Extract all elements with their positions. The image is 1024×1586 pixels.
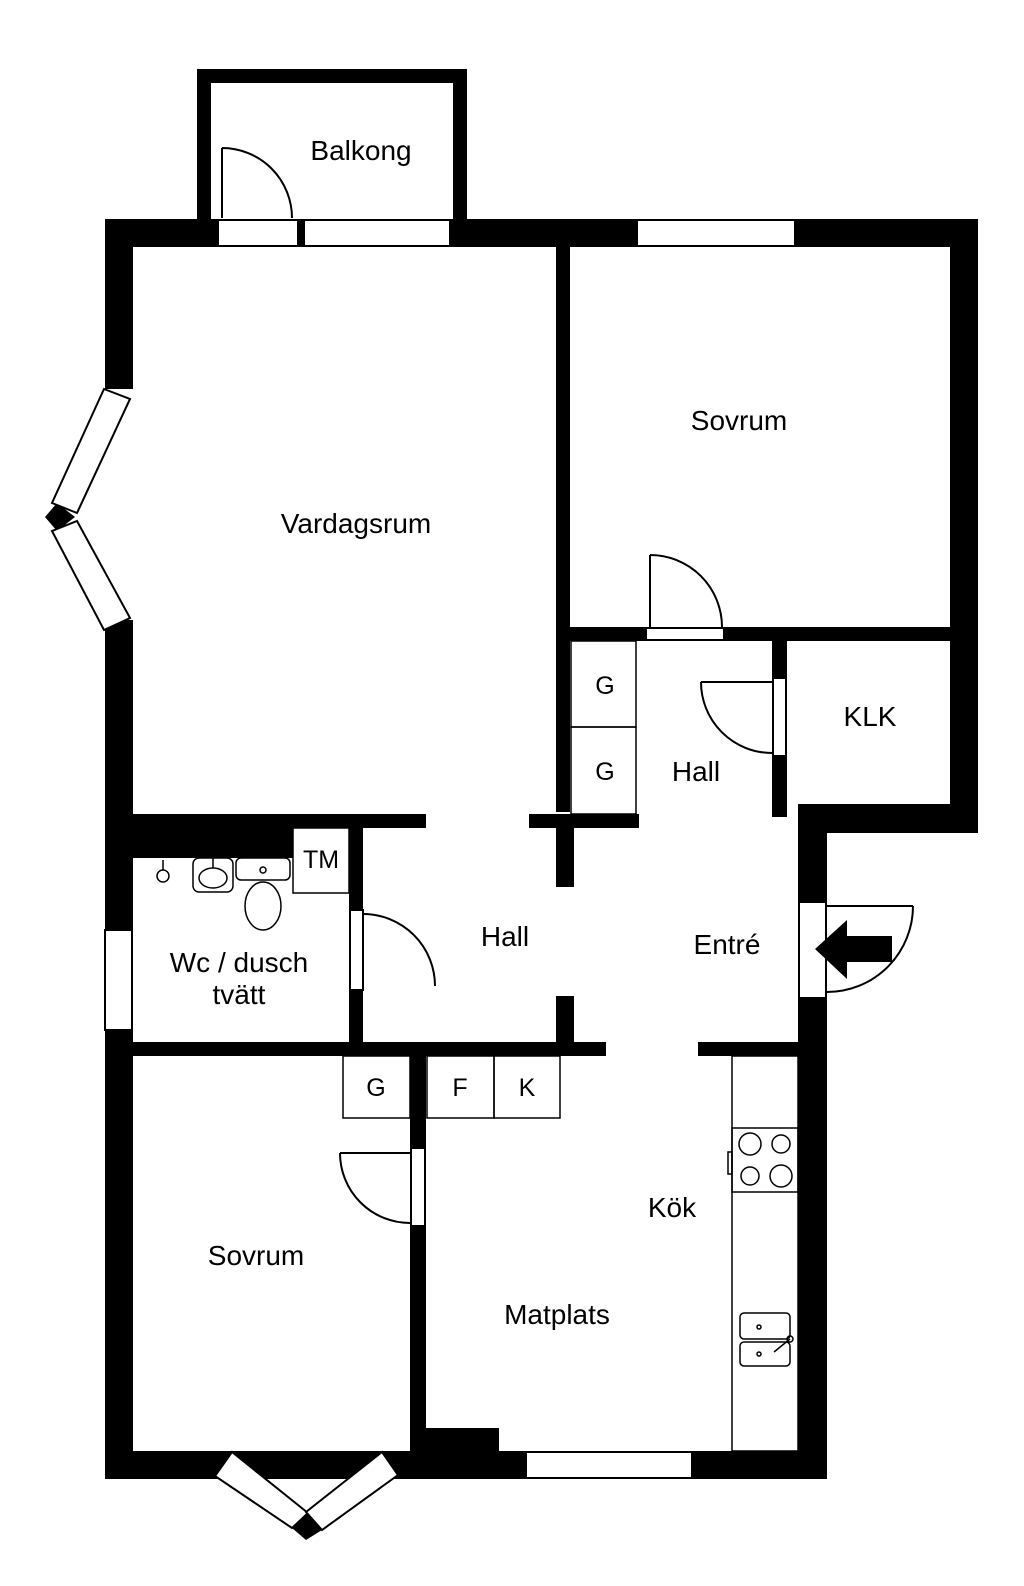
label-tvatt: tvätt <box>213 979 266 1010</box>
label-closet-g2: G <box>595 758 614 786</box>
label-closet-k: K <box>519 1074 536 1102</box>
klk-door[interactable] <box>700 677 787 757</box>
label-sovrum-bottom: Sovrum <box>208 1240 304 1271</box>
toilet-icon <box>235 857 291 931</box>
label-hall-upper: Hall <box>672 756 720 787</box>
wc-door[interactable] <box>349 909 436 991</box>
storage <box>292 640 799 1452</box>
label-tm: TM <box>303 846 339 874</box>
sovrum-top-door[interactable] <box>645 554 725 641</box>
label-hall-middle: Hall <box>481 921 529 952</box>
balkong-door[interactable] <box>221 147 293 219</box>
label-closet-g1: G <box>595 672 614 700</box>
label-closet-g3: G <box>366 1074 385 1102</box>
label-kok: Kök <box>648 1192 697 1223</box>
stove-icon <box>727 1127 799 1193</box>
label-wc: Wc / dusch <box>170 947 308 978</box>
label-klk: KLK <box>844 701 897 732</box>
label-matplats: Matplats <box>504 1299 610 1330</box>
label-sovrum-top: Sovrum <box>691 405 787 436</box>
label-entre: Entré <box>694 929 761 960</box>
shower-icon <box>156 860 170 883</box>
interior-walls <box>133 247 950 1451</box>
label-closet-f: F <box>452 1074 467 1102</box>
exterior-walls <box>45 69 978 1540</box>
room-labels: Balkong Sovrum Vardagsrum KLK Hall Hall … <box>170 135 897 1330</box>
label-balkong: Balkong <box>310 135 411 166</box>
sink-icon <box>739 1312 794 1367</box>
label-vardagsrum: Vardagsrum <box>281 508 431 539</box>
washbasin-icon <box>192 857 234 893</box>
sovrum-bottom-door[interactable] <box>339 1147 426 1227</box>
closet-labels: G G G F K <box>366 672 614 1102</box>
entrance-arrow-icon <box>815 920 892 979</box>
windows <box>50 219 796 1532</box>
